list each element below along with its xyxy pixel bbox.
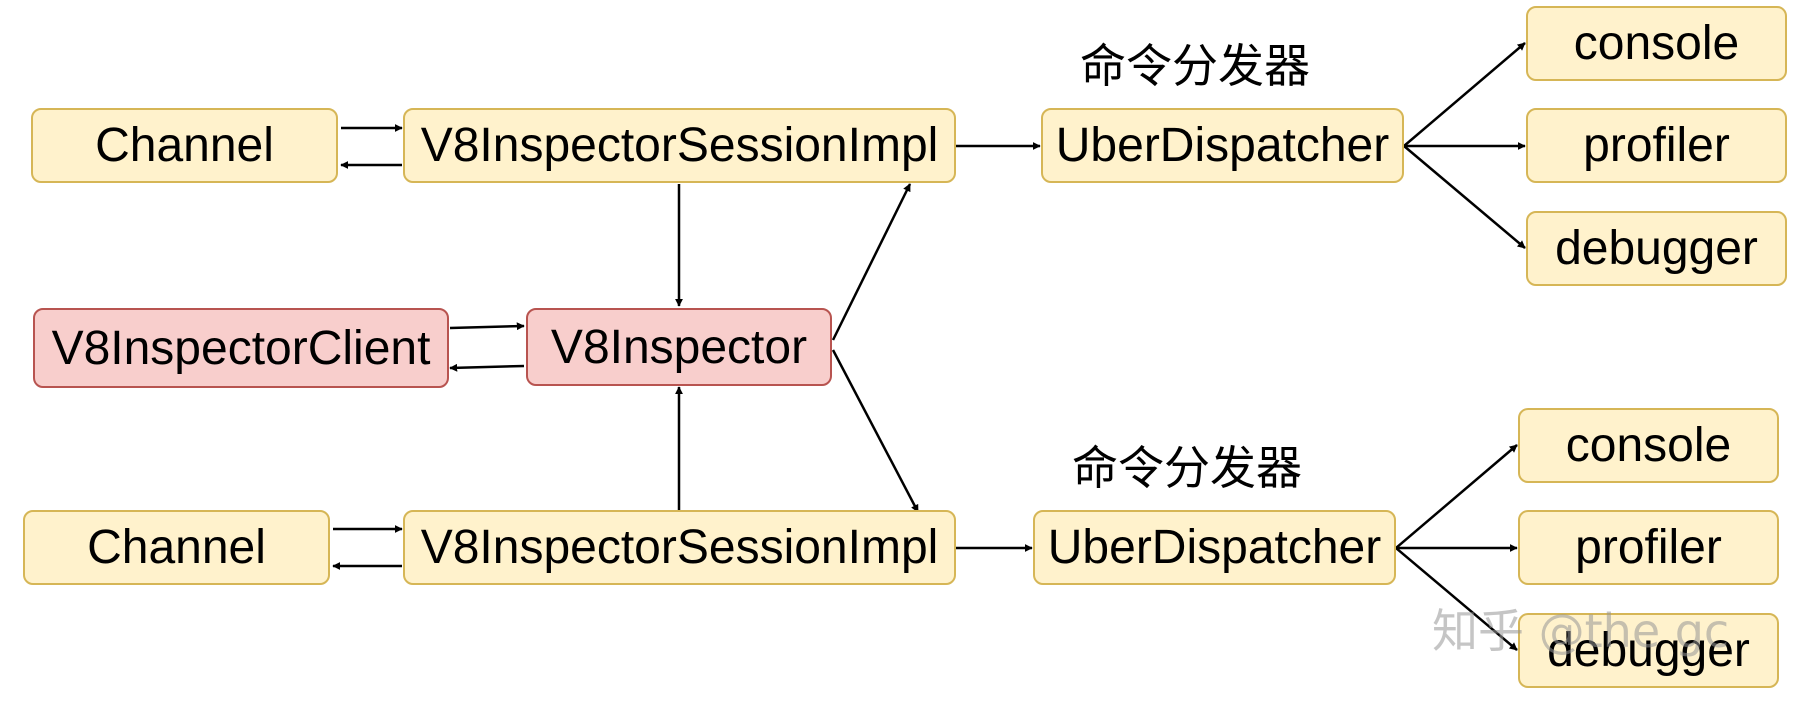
top-profiler-node: profiler: [1526, 108, 1787, 183]
bottom-debugger-label: debugger: [1547, 624, 1750, 677]
bottom-dispatcher-node: UberDispatcher: [1033, 510, 1396, 585]
top-dispatcher-label: UberDispatcher: [1055, 119, 1390, 172]
edge-inspector-to-bottom-session: [831, 349, 920, 513]
bottom-console-label: console: [1565, 419, 1732, 472]
client-label: V8InspectorClient: [51, 321, 431, 375]
bottom-profiler-node: profiler: [1518, 510, 1779, 585]
bottom-dispatcher-caption: 命令分发器: [1072, 441, 1302, 495]
watermark: 知乎 @the gc: [1432, 604, 1730, 658]
bottom-channel-node: Channel: [23, 510, 330, 585]
top-session-label: V8InspectorSessionImpl: [420, 119, 939, 172]
edge-top-dispatcher-to-console: [1403, 42, 1526, 147]
edge-top-dispatcher-to-debugger: [1403, 145, 1526, 249]
inspector-node: V8Inspector: [526, 308, 832, 386]
top-debugger-label: debugger: [1555, 222, 1758, 275]
bottom-channel-label: Channel: [87, 521, 266, 574]
top-dispatcher-caption: 命令分发器: [1080, 39, 1310, 93]
edge-inspector-to-top-session: [831, 183, 912, 341]
top-console-label: console: [1573, 17, 1740, 70]
top-console-node: console: [1526, 6, 1787, 81]
top-channel-label: Channel: [95, 119, 274, 172]
client-node: V8InspectorClient: [33, 308, 449, 388]
bottom-profiler-label: profiler: [1575, 521, 1722, 574]
inspector-label: V8Inspector: [550, 320, 808, 374]
edge-bottom-dispatcher-to-console: [1395, 444, 1518, 549]
top-profiler-label: profiler: [1583, 119, 1730, 172]
bottom-console-node: console: [1518, 408, 1779, 483]
top-channel-node: Channel: [31, 108, 338, 183]
bottom-dispatcher-label: UberDispatcher: [1047, 521, 1382, 574]
bottom-session-node: V8InspectorSessionImpl: [403, 510, 956, 585]
bottom-debugger-node: debugger: [1518, 613, 1779, 688]
top-debugger-node: debugger: [1526, 211, 1787, 286]
edge-inspector-to-client: [449, 363, 525, 372]
bottom-session-label: V8InspectorSessionImpl: [420, 521, 939, 574]
edge-client-to-inspector: [449, 322, 525, 331]
edge-bottom-dispatcher-to-debugger: [1395, 547, 1518, 651]
top-dispatcher-node: UberDispatcher: [1041, 108, 1404, 183]
top-session-node: V8InspectorSessionImpl: [403, 108, 956, 183]
